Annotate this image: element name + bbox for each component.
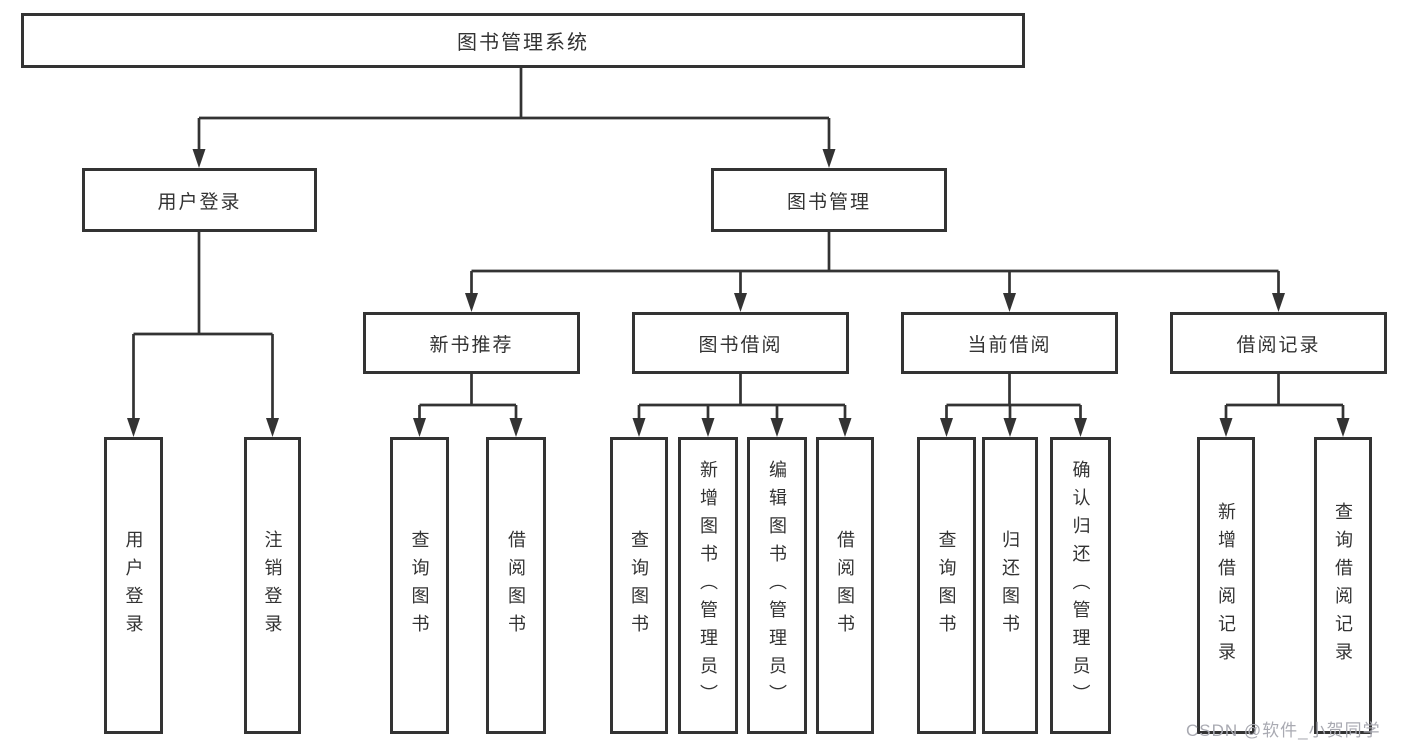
- connector-current-borrow-to-leaves: [945, 372, 1082, 422]
- root-node-library-system: 图书管理系统: [21, 13, 1025, 68]
- arrow-down-icon: [1074, 418, 1087, 437]
- connector-root-to-level2: [197, 66, 831, 152]
- arrow-down-icon: [266, 418, 279, 437]
- connector-book-borrow-to-leaves: [637, 372, 847, 422]
- arrow-down-icon: [701, 418, 715, 437]
- arrow-down-icon: [192, 149, 206, 168]
- arrow-down-icon: [1003, 293, 1016, 312]
- leaf-edit-books-admin: 编辑图书（管理员）: [747, 437, 807, 734]
- leaf-logout: 注销登录: [244, 437, 301, 734]
- arrow-down-icon: [1336, 418, 1350, 437]
- leaf-user-login: 用户登录: [104, 437, 163, 734]
- leaf-return-books: 归还图书: [982, 437, 1038, 734]
- node-user-login: 用户登录: [82, 168, 317, 232]
- arrow-down-icon: [822, 149, 836, 168]
- arrow-down-icon: [632, 418, 646, 437]
- csdn-watermark: CSDN @软件_小贺同学: [1186, 721, 1381, 740]
- connector-borrow-record-to-leaves: [1224, 372, 1345, 422]
- arrow-down-icon: [838, 418, 852, 437]
- arrow-down-icon: [940, 418, 953, 437]
- leaf-add-books-admin: 新增图书（管理员）: [678, 437, 738, 734]
- arrowheads: [127, 149, 1350, 437]
- arrow-down-icon: [413, 418, 426, 437]
- leaf-borrow-books: 借阅图书: [816, 437, 874, 734]
- arrow-down-icon: [734, 293, 747, 312]
- connector-user-login-to-leaves: [132, 230, 274, 422]
- leaf-confirm-return-admin: 确认归还（管理员）: [1050, 437, 1111, 734]
- arrow-down-icon: [1272, 293, 1285, 312]
- arrow-down-icon: [509, 418, 523, 437]
- arrow-down-icon: [465, 293, 478, 312]
- leaf-borrow-books-recommend: 借阅图书: [486, 437, 546, 734]
- leaf-query-borrow-record: 查询借阅记录: [1314, 437, 1372, 734]
- leaf-query-books-borrowing: 查询图书: [610, 437, 668, 734]
- leaf-query-books-recommend: 查询图书: [390, 437, 449, 734]
- node-book-management: 图书管理: [711, 168, 947, 232]
- arrow-down-icon: [1003, 418, 1017, 437]
- connector-book-mgmt-to-level3: [470, 230, 1280, 297]
- arrow-down-icon: [1219, 418, 1233, 437]
- node-current-borrowing: 当前借阅: [901, 312, 1118, 374]
- node-book-borrowing: 图书借阅: [632, 312, 849, 374]
- connector-new-book-to-leaves: [418, 372, 518, 422]
- node-new-book-recommend: 新书推荐: [363, 312, 580, 374]
- arrow-down-icon: [770, 418, 784, 437]
- arrow-down-icon: [127, 418, 140, 437]
- leaf-query-books-current: 查询图书: [917, 437, 976, 734]
- node-borrowing-records: 借阅记录: [1170, 312, 1387, 374]
- leaf-add-borrow-record: 新增借阅记录: [1197, 437, 1255, 734]
